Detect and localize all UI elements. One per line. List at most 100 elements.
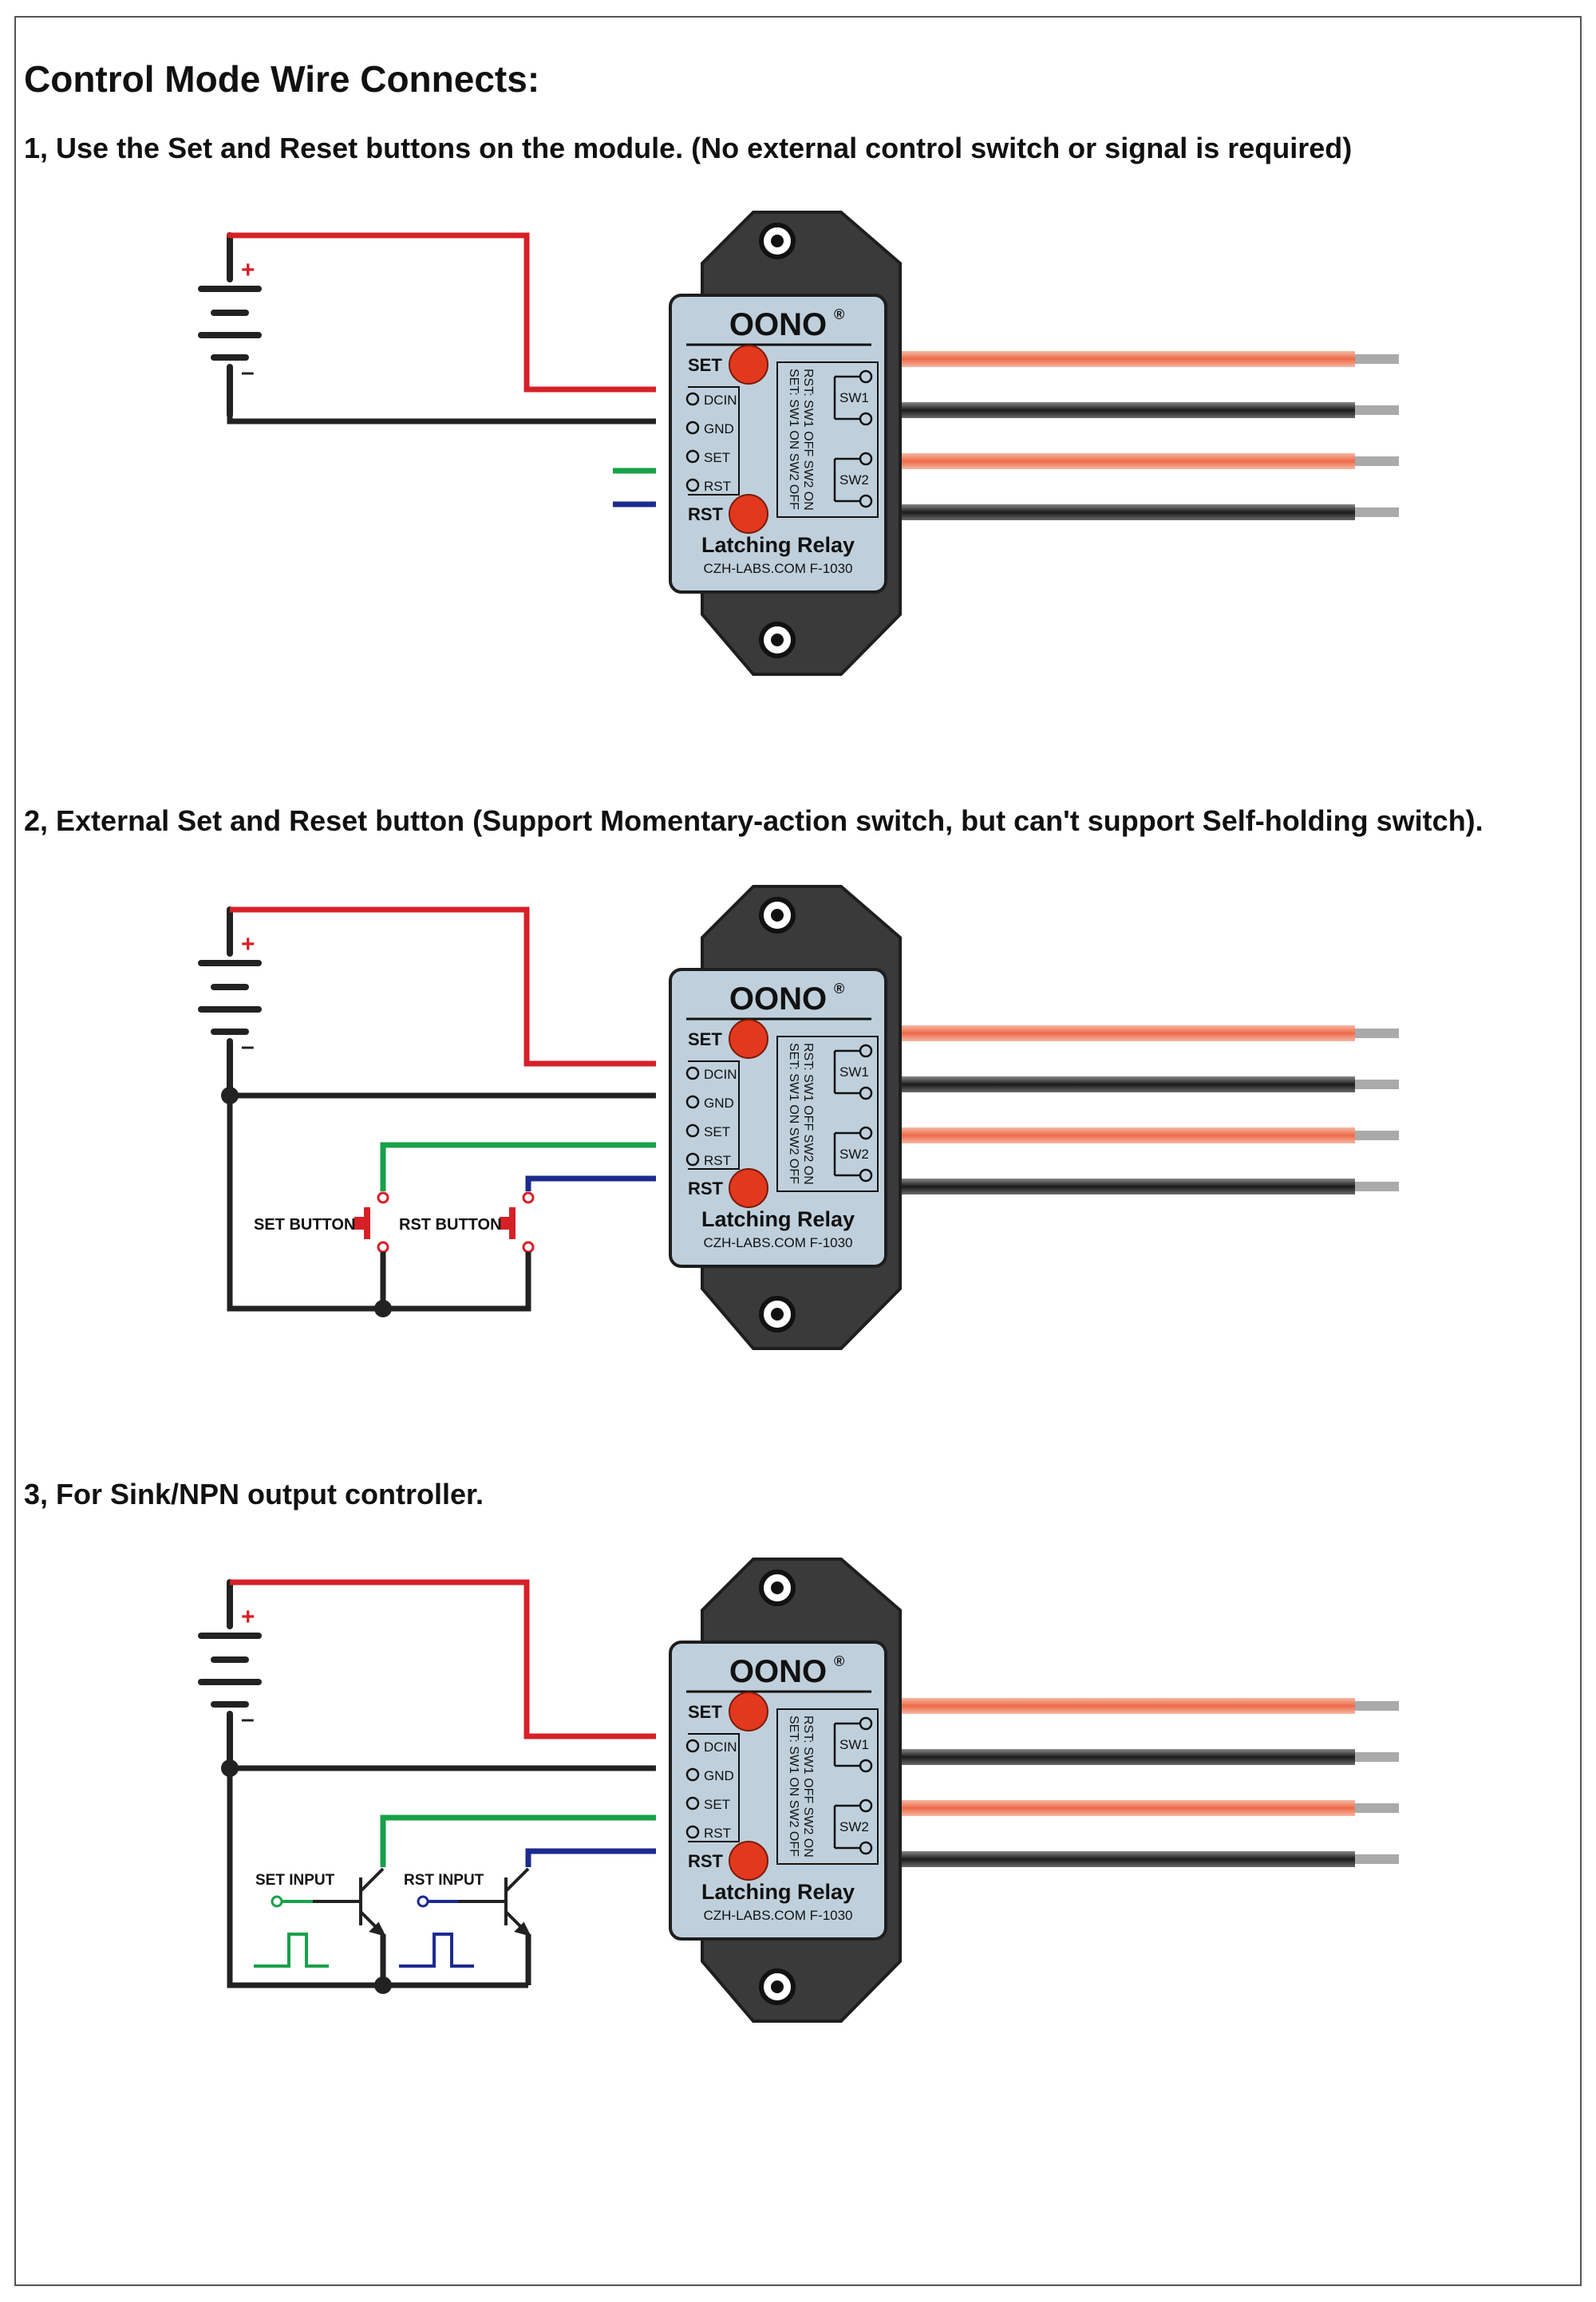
sw1-label: SW1 <box>839 1064 869 1080</box>
relay-module: OONO ® SET RST DCIN GND SET RST RST: SW1… <box>669 211 902 676</box>
battery-symbol <box>198 232 262 418</box>
module-reg-mark: ® <box>834 981 844 997</box>
battery-plus-label: + <box>241 257 255 283</box>
module-footer: CZH-LABS.COM F-1030 <box>703 561 852 576</box>
rst-signal-wire <box>525 1848 656 1867</box>
negative-wire <box>227 1041 383 1312</box>
pin-label-rst: RST <box>704 1826 731 1841</box>
page-title: Control Mode Wire Connects: <box>24 58 540 100</box>
rst-npn-transistor <box>456 1867 531 1985</box>
pin-label-dcin: DCIN <box>704 1739 737 1755</box>
rst-signal-wire <box>525 1175 656 1191</box>
module-state-line-2: SET: SW1 ON SW2 OFF <box>787 369 800 510</box>
module-set-button[interactable] <box>729 345 768 385</box>
rst-button-symbol <box>383 1191 535 1312</box>
section-1-title: 1, Use the Set and Reset buttons on the … <box>24 132 1353 164</box>
sw2-symbol <box>833 1799 873 1855</box>
junction-dot <box>221 1759 239 1777</box>
module-brand: OONO <box>729 1654 827 1689</box>
negative-wire <box>227 1714 528 1988</box>
battery-minus-label: – <box>241 1033 255 1060</box>
module-state-line-1: RST: SW1 OFF SW2 ON <box>801 369 815 511</box>
sw2-label: SW2 <box>839 1819 869 1834</box>
pin-label-gnd: GND <box>704 421 734 436</box>
module-rst-button[interactable] <box>729 494 768 534</box>
set-signal-wire <box>380 1814 656 1867</box>
sw2-label: SW2 <box>839 472 869 488</box>
module-brand: OONO <box>729 307 827 342</box>
pin-label-set: SET <box>704 450 730 465</box>
set-button-label: SET BUTTON <box>254 1216 355 1234</box>
sw2-symbol <box>833 452 873 508</box>
junction-dot <box>374 1976 392 1994</box>
section-3-title: 3, For Sink/NPN output controller. <box>24 1478 484 1510</box>
relay-module: OONO ® SET RST DCIN GND SET RST RST: SW1… <box>669 885 902 1350</box>
module-name: Latching Relay <box>701 1207 855 1231</box>
pin-label-rst: RST <box>704 1153 731 1168</box>
pin-label-gnd: GND <box>704 1768 734 1783</box>
output-wires <box>900 1698 1399 1867</box>
diagram-3: + – SET INPUT RST INPUT <box>0 1546 1596 2057</box>
sw2-symbol <box>833 1126 873 1183</box>
junction-dot <box>374 1300 392 1317</box>
diagram-2: + – SET BUTTON RST BUTTON OONO ® SE <box>0 874 1596 1384</box>
module-rst-label: RST <box>688 504 724 524</box>
pin-label-set: SET <box>704 1124 730 1139</box>
module-rst-label: RST <box>688 1851 724 1871</box>
positive-wire <box>230 1579 656 1739</box>
rst-button-label: RST BUTTON <box>399 1216 502 1234</box>
diagram-1-svg: + – OONO ® SET RST DCIN GND SET RST RST:… <box>198 211 1399 676</box>
sw1-symbol <box>833 1044 873 1100</box>
diagram-3-svg: + – SET INPUT RST INPUT <box>198 1558 1399 2023</box>
module-set-label: SET <box>688 1029 722 1049</box>
rst-input-label: RST INPUT <box>404 1872 484 1889</box>
module-reg-mark: ® <box>834 1653 844 1669</box>
module-reg-mark: ® <box>834 306 844 322</box>
negative-wire <box>227 415 656 424</box>
battery-plus-label: + <box>241 1604 255 1630</box>
module-set-label: SET <box>688 355 722 375</box>
module-brand: OONO <box>729 981 827 1017</box>
sw1-symbol <box>833 369 873 426</box>
battery-plus-label: + <box>241 931 255 958</box>
pin-label-dcin: DCIN <box>704 393 737 408</box>
diagram-2-svg: + – SET BUTTON RST BUTTON OONO ® SE <box>198 885 1399 1350</box>
pin-label-rst: RST <box>704 479 731 494</box>
battery-minus-label: – <box>241 1706 255 1732</box>
sw1-label: SW1 <box>839 1737 869 1752</box>
module-set-button[interactable] <box>729 1019 768 1059</box>
battery-minus-label: – <box>241 359 255 385</box>
positive-wire <box>230 906 656 1067</box>
set-input-pulse <box>254 1895 329 1968</box>
module-state-line-1: RST: SW1 OFF SW2 ON <box>801 1043 815 1185</box>
set-input-label: SET INPUT <box>255 1872 335 1889</box>
module-footer: CZH-LABS.COM F-1030 <box>703 1908 852 1923</box>
module-rst-button[interactable] <box>729 1168 768 1208</box>
pin-label-gnd: GND <box>704 1096 734 1111</box>
module-rst-label: RST <box>688 1179 724 1198</box>
module-state-line-2: SET: SW1 ON SW2 OFF <box>787 1716 800 1857</box>
page-frame <box>14 16 1582 2286</box>
pin-label-dcin: DCIN <box>704 1067 737 1082</box>
set-button-symbol <box>354 1191 389 1309</box>
section-2-title: 2, External Set and Reset button (Suppor… <box>24 804 1483 837</box>
positive-wire <box>227 232 656 393</box>
module-footer: CZH-LABS.COM F-1030 <box>703 1235 852 1250</box>
module-set-button[interactable] <box>729 1692 768 1731</box>
sw1-symbol <box>833 1716 873 1773</box>
output-wires <box>900 1025 1399 1194</box>
output-wires <box>900 351 1399 520</box>
module-name: Latching Relay <box>701 533 855 557</box>
pin-label-set: SET <box>704 1797 730 1812</box>
module-state-line-2: SET: SW1 ON SW2 OFF <box>787 1043 800 1184</box>
junction-dot <box>221 1087 239 1104</box>
relay-module: OONO ® SET RST DCIN GND SET RST RST: SW1… <box>669 1558 902 2023</box>
sw2-label: SW2 <box>839 1147 869 1162</box>
module-set-label: SET <box>688 1702 722 1722</box>
module-rst-button[interactable] <box>729 1841 768 1881</box>
module-name: Latching Relay <box>701 1880 855 1904</box>
rst-input-pulse <box>399 1895 474 1968</box>
diagram-1: + – OONO ® SET RST DCIN GND SET RST RST:… <box>0 199 1596 710</box>
sw1-label: SW1 <box>839 390 869 405</box>
set-signal-wire <box>380 1142 656 1191</box>
